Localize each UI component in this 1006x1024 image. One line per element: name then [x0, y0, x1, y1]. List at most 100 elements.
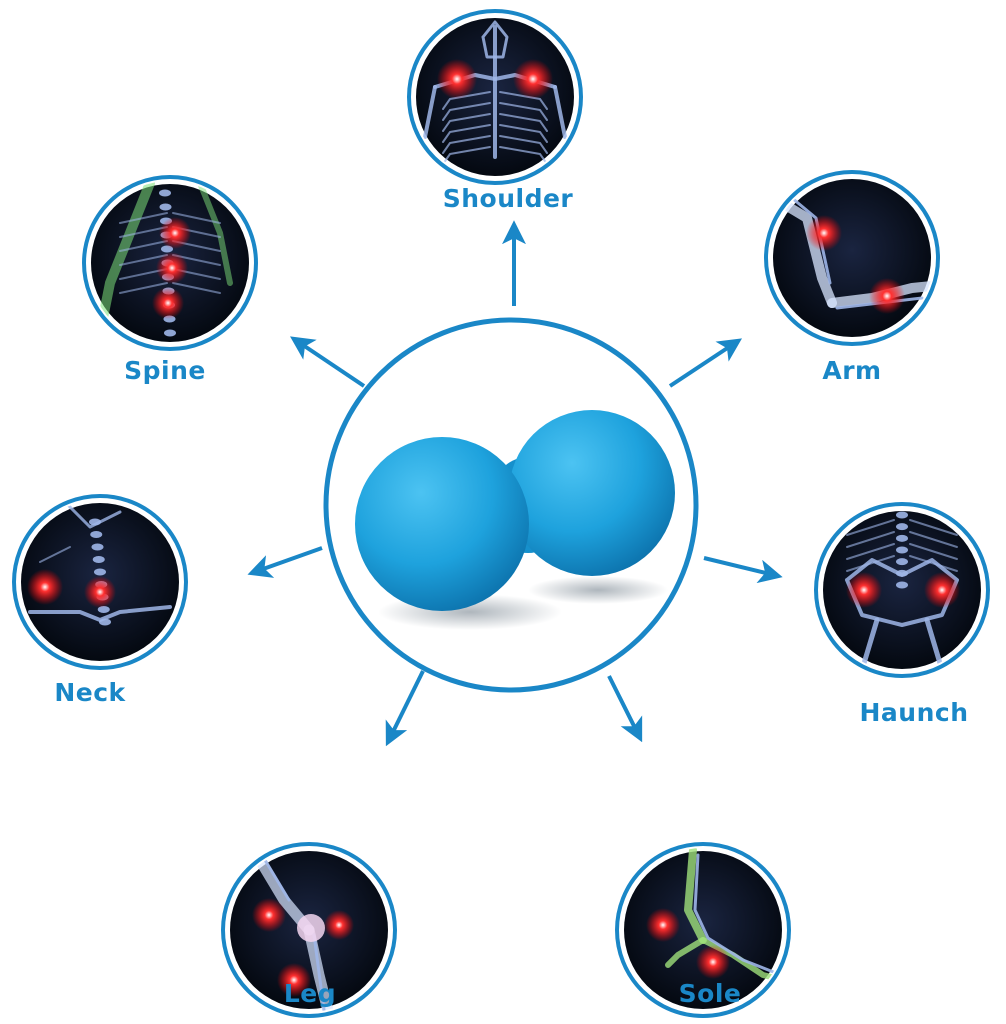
skeleton-stroke: [119, 212, 168, 224]
pain-point: [806, 215, 842, 251]
skeleton-stroke: [63, 500, 122, 529]
arrow-to-sole: [607, 675, 643, 743]
skeleton-stroke: [442, 124, 491, 143]
vertebra: [896, 546, 908, 554]
skeleton-stroke: [499, 124, 548, 143]
pain-point: [27, 569, 63, 605]
node-neck: [12, 494, 188, 670]
knee-leg-icon: [230, 848, 388, 1012]
nodes-layer: [12, 9, 990, 1018]
node-sole: [615, 842, 791, 1018]
pain-point: [277, 963, 311, 997]
skeleton-stroke: [693, 853, 783, 977]
skeleton-stroke: [909, 519, 958, 536]
skeleton-stroke: [859, 617, 880, 672]
neck-spine-icon: [21, 500, 179, 661]
illustration-panel: [823, 511, 981, 669]
skeleton-stroke: [846, 519, 895, 536]
skeleton-stroke: [909, 531, 958, 548]
skeleton-stroke: [665, 937, 706, 968]
vertebra: [159, 189, 171, 197]
label-spine: Spine: [124, 356, 206, 385]
skeleton-stroke: [119, 254, 168, 266]
pain-point: [513, 59, 553, 99]
pain-point: [924, 572, 960, 608]
skeleton-stroke: [909, 555, 958, 572]
skeleton-stroke: [909, 543, 958, 560]
label-neck: Neck: [54, 678, 126, 707]
skeleton-stroke: [924, 617, 945, 672]
node-arm: [764, 170, 940, 346]
arrow-to-leg: [385, 670, 425, 747]
back-spine-icon: [91, 181, 249, 342]
vertebra: [896, 511, 908, 519]
label-sole: Sole: [678, 979, 742, 1008]
skeleton-stroke: [499, 113, 548, 132]
skeleton-stroke: [442, 91, 491, 110]
pain-point: [646, 908, 680, 942]
skeleton-stroke: [442, 135, 491, 154]
arrows-layer: [247, 220, 783, 747]
vertebra: [896, 534, 908, 542]
pain-point: [324, 910, 354, 940]
vertebra: [896, 558, 908, 566]
skeleton-stroke: [442, 102, 491, 121]
peanut-massage-ball: [355, 410, 675, 630]
pain-point: [846, 572, 882, 608]
skeleton-stroke: [312, 933, 326, 1012]
label-haunch: Haunch: [859, 698, 969, 727]
ball-left-lobe: [355, 437, 529, 611]
hip-pelvis-icon: [823, 511, 981, 672]
vertebra: [896, 581, 908, 589]
skeleton-stroke: [846, 555, 895, 572]
skeleton-stroke: [499, 102, 548, 121]
skeleton-stroke: [553, 85, 567, 139]
elbow-arm-icon: [773, 179, 934, 337]
skeleton-stroke: [28, 605, 172, 622]
node-leg: [221, 842, 397, 1018]
vertebra: [91, 543, 104, 551]
arrow-to-spine: [290, 336, 366, 388]
pain-point: [84, 576, 116, 608]
skeleton-stroke: [172, 282, 221, 294]
skeleton-stroke: [119, 226, 168, 238]
vertebra: [90, 531, 103, 538]
node-shoulder: [407, 9, 583, 185]
arrow-to-arm: [668, 338, 743, 388]
skeleton-stroke: [172, 212, 221, 224]
ball-right-lobe: [509, 410, 675, 576]
skeleton-stroke: [684, 848, 707, 944]
knee-joint: [297, 914, 325, 942]
pain-point: [869, 278, 905, 314]
node-spine: [82, 175, 258, 351]
label-shoulder: Shoulder: [442, 184, 574, 213]
vertebra: [94, 568, 106, 576]
skeleton-stroke: [499, 91, 548, 110]
node-haunch: [814, 502, 990, 678]
vertebra: [159, 203, 172, 211]
skeleton-stroke: [499, 135, 548, 154]
vertebra: [164, 329, 176, 337]
skeleton-stroke: [119, 282, 168, 294]
pain-point: [156, 252, 188, 284]
pain-point: [159, 217, 191, 249]
arrow-to-neck: [247, 546, 323, 578]
skeleton-stroke: [846, 531, 895, 548]
pain-point: [696, 945, 730, 979]
skeleton-stroke: [197, 181, 233, 286]
skeleton-stroke: [442, 113, 491, 132]
arrow-to-haunch: [703, 556, 783, 584]
vertebra: [92, 556, 105, 563]
pain-point: [152, 287, 184, 319]
skeleton-stroke: [423, 85, 437, 139]
center-layer: [323, 317, 699, 693]
skeleton-stroke: [95, 181, 155, 338]
skeleton-stroke: [39, 546, 71, 563]
skeleton-stroke: [846, 543, 895, 560]
label-arm: Arm: [822, 356, 882, 385]
vertebra: [896, 523, 908, 531]
shoulder-skeleton-icon: [416, 18, 574, 176]
pain-point: [252, 898, 286, 932]
